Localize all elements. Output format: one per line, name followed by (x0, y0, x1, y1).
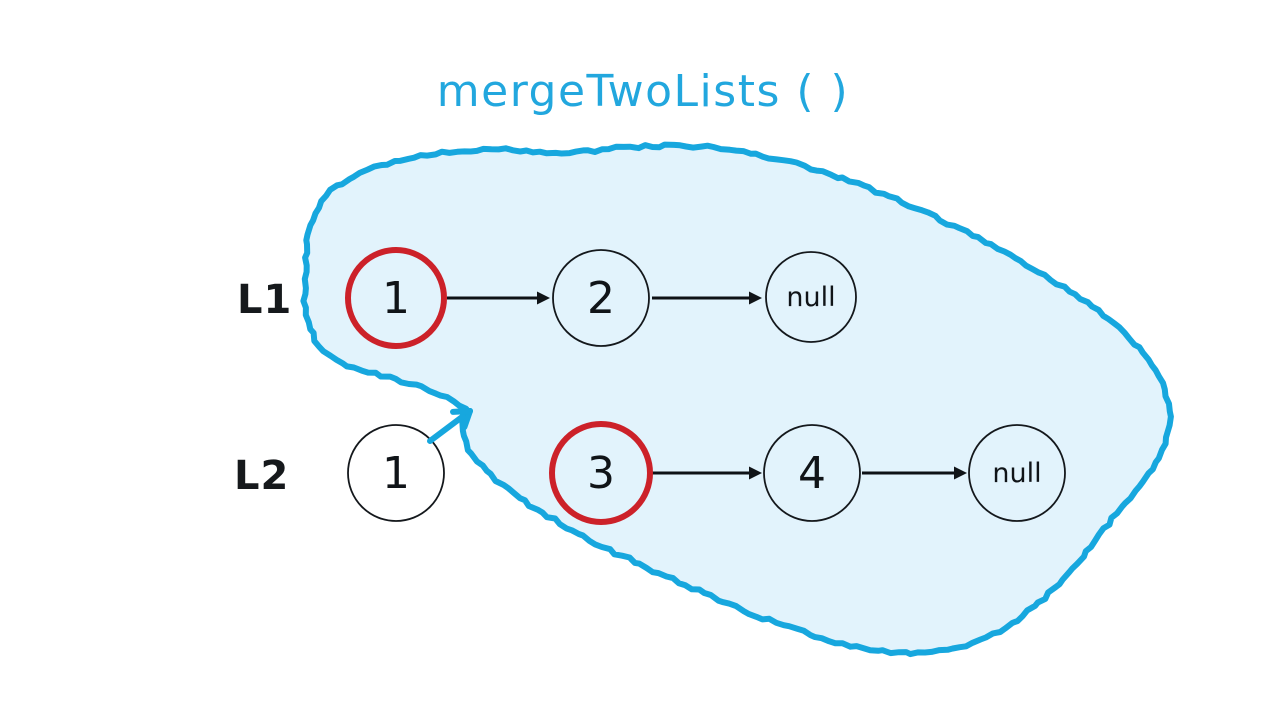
list-node-l2-1[interactable]: 1 (347, 424, 445, 522)
list-node-l2-4[interactable]: 4 (763, 424, 861, 522)
next-pointer-arrow (652, 466, 762, 480)
list-node-l1-null[interactable]: null (765, 251, 857, 343)
node-circle (552, 249, 650, 347)
node-circle-highlighted (549, 421, 653, 525)
node-value-label: 3 (587, 448, 615, 499)
link-arrows-layer (447, 291, 967, 480)
node-value-label: null (992, 458, 1041, 489)
merge-scope-region (300, 141, 1174, 658)
list-node-l1-2[interactable]: 2 (552, 249, 650, 347)
node-circle (763, 424, 861, 522)
next-pointer-arrowhead (537, 291, 550, 305)
next-pointer-arrowhead (749, 466, 762, 480)
list-node-l2-3[interactable]: 3 (549, 421, 653, 525)
merge-scope-outline (300, 141, 1174, 658)
list-nodes-layer: 1 2 null 1 3 4 null (345, 247, 1066, 525)
node-circle-highlighted (345, 247, 447, 349)
node-circle (765, 251, 857, 343)
next-pointer-arrow (862, 466, 967, 480)
list-node-l1-1[interactable]: 1 (345, 247, 447, 349)
node-value-label: 4 (798, 448, 826, 499)
l2-head-into-scope-arrow (427, 408, 473, 444)
page-title: mergeTwoLists ( ) (437, 66, 849, 117)
next-pointer-arrow (447, 291, 550, 305)
row-label-l1: L1 (237, 277, 292, 323)
node-value-label: null (786, 282, 835, 313)
list-node-l2-null[interactable]: null (968, 424, 1066, 522)
row-label-l2: L2 (234, 453, 289, 499)
next-pointer-arrowhead (749, 291, 762, 305)
node-value-label: 2 (587, 273, 615, 324)
node-value-label: 1 (382, 448, 410, 499)
node-circle (347, 424, 445, 522)
node-circle (968, 424, 1066, 522)
merge-scope-fill (303, 144, 1171, 655)
scope-arrow-shaft (427, 408, 473, 444)
next-pointer-arrow (652, 291, 762, 305)
next-pointer-arrowhead (954, 466, 967, 480)
node-value-label: 1 (382, 273, 410, 324)
scope-arrow-head-2 (450, 408, 473, 415)
